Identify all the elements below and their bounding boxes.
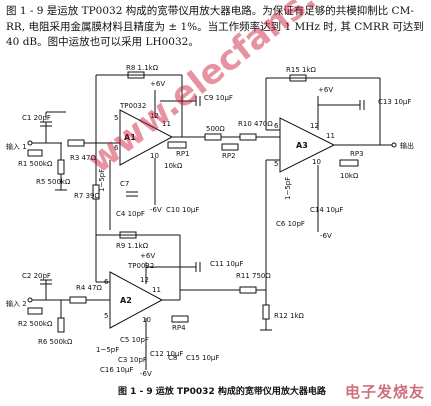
r7-label: R7 39Ω bbox=[74, 192, 100, 200]
rp1-value: 10kΩ bbox=[164, 162, 183, 170]
a1-pin6: 6 bbox=[114, 144, 119, 152]
a1-pin5: 5 bbox=[114, 114, 118, 122]
r4-resistor bbox=[69, 296, 87, 304]
r1-label: R1 500kΩ bbox=[18, 160, 53, 168]
a1-pin10: 10 bbox=[150, 152, 159, 160]
tp-a1-label: TP0032 bbox=[119, 102, 146, 110]
input1-terminal bbox=[27, 140, 33, 146]
c1-label: C1 20pF bbox=[22, 114, 51, 122]
rp4-potentiometer bbox=[171, 315, 189, 323]
c10-label: C10 10μF bbox=[166, 206, 199, 214]
rp1-potentiometer bbox=[167, 141, 187, 149]
r2-resistor bbox=[27, 307, 43, 315]
a3-pos6: +6V bbox=[318, 86, 333, 94]
c2-label: C2 20pF bbox=[22, 272, 51, 280]
c12-label: C12 10μF bbox=[150, 350, 183, 358]
watermark-brand: 电子发烧友 bbox=[344, 383, 425, 401]
a1-label: A1 bbox=[124, 133, 136, 142]
a3-pin12: 12 bbox=[310, 122, 319, 130]
c15-label: C15 10μF bbox=[186, 354, 219, 362]
rp4-label: RP4 bbox=[172, 324, 186, 332]
a1-pin12: 12 bbox=[150, 112, 159, 120]
a2-pin5: 5 bbox=[104, 312, 108, 320]
amplifier-a2: TP0032 A2 6 5 12 11 10 bbox=[104, 262, 164, 329]
r500-label: 500Ω bbox=[206, 125, 225, 133]
r15-label: R15 1kΩ bbox=[286, 66, 317, 74]
a1-pin11: 11 bbox=[162, 120, 171, 128]
a3-neg6: -6V bbox=[320, 232, 332, 240]
description-paragraph: 图 1 - 9 是运放 TP0032 构成的宽带仪用放大器电路。为保证有足够的共… bbox=[6, 5, 424, 48]
amplifier-a3: A3 6 5 12 11 10 bbox=[274, 117, 336, 173]
rp1-label: RP1 bbox=[176, 150, 190, 158]
r12-label: R12 1kΩ bbox=[274, 312, 305, 320]
input1-label: 输入 1 bbox=[6, 142, 27, 151]
a2-pin12: 12 bbox=[140, 276, 149, 284]
a2-cap-1-5: 1~5pF bbox=[96, 346, 119, 354]
output-terminal bbox=[391, 142, 397, 148]
c6-label: C6 10pF bbox=[276, 220, 305, 228]
figure-caption: 图 1 - 9 运放 TP0032 构成的宽带仪用放大器电路 bbox=[118, 387, 326, 397]
a3-cap-1-5: 1~5pF bbox=[284, 177, 292, 200]
c3-label: C3 10pF bbox=[118, 356, 147, 364]
a3-pin6: 6 bbox=[274, 122, 279, 130]
r8-label: R8 1.1kΩ bbox=[126, 64, 159, 72]
r12-resistor bbox=[262, 304, 270, 320]
r3-resistor bbox=[67, 139, 85, 147]
r6-label: R6 500kΩ bbox=[38, 338, 73, 346]
r9-label: R9 1.1kΩ bbox=[116, 242, 149, 250]
tp-a2-label: TP0032 bbox=[127, 262, 154, 270]
r15-resistor bbox=[289, 74, 307, 82]
r8-resistor bbox=[127, 71, 145, 79]
a1-pos6: +6V bbox=[150, 80, 165, 88]
a2-label: A2 bbox=[120, 296, 132, 305]
input2-terminal bbox=[27, 297, 33, 303]
a3-pin5: 5 bbox=[274, 160, 278, 168]
c9-label: C9 10μF bbox=[204, 94, 233, 102]
input2-label: 输入 2 bbox=[6, 299, 27, 308]
r5-label: R5 500kΩ bbox=[36, 178, 71, 186]
c16-label: C16 10μF bbox=[100, 366, 133, 374]
rp3-label: RP3 bbox=[350, 150, 364, 158]
a1-cap-1-5: 1~5pF bbox=[98, 169, 106, 192]
r1-resistor bbox=[27, 149, 43, 157]
r5-resistor bbox=[57, 159, 65, 175]
a3-pin11: 11 bbox=[326, 132, 335, 140]
r11-label-top: R11 750Ω bbox=[236, 272, 271, 280]
rp3-potentiometer bbox=[339, 159, 359, 167]
rp2-label: RP2 bbox=[222, 152, 236, 160]
rp3-value: 10kΩ bbox=[340, 172, 359, 180]
r9-resistor bbox=[119, 231, 137, 239]
a3-label: A3 bbox=[296, 141, 308, 150]
r500-resistor bbox=[204, 133, 222, 141]
c11-label: C11 10μF bbox=[210, 260, 243, 268]
rp2-potentiometer bbox=[221, 143, 239, 151]
c14-label: C14 10μF bbox=[310, 206, 343, 214]
a3-pin10: 10 bbox=[312, 158, 321, 166]
a2-pin11: 11 bbox=[152, 286, 161, 294]
a1-neg6: -6V bbox=[150, 206, 162, 214]
c7-label: C7 bbox=[120, 180, 129, 188]
c13-label: C13 10μF bbox=[378, 98, 411, 106]
r2-label: R2 500kΩ bbox=[18, 320, 53, 328]
c5-label: C5 10pF bbox=[120, 336, 149, 344]
r3-label: R3 47Ω bbox=[70, 154, 96, 162]
c8-label: C8 bbox=[168, 354, 177, 362]
amplifier-a1: TP0032 A1 5 6 12 11 10 bbox=[114, 102, 174, 166]
output-label: 输出 bbox=[400, 141, 414, 150]
r10-label: R10 470Ω bbox=[238, 120, 273, 128]
r6-resistor bbox=[57, 317, 65, 333]
r11-resistor bbox=[239, 286, 257, 294]
r4-label-num: R4 47Ω bbox=[76, 284, 102, 292]
a2-neg6: -6V bbox=[140, 370, 152, 378]
c4-label: C4 10pF bbox=[116, 210, 145, 218]
a2-pos6: +6V bbox=[140, 252, 155, 260]
r10-resistor bbox=[239, 133, 257, 141]
